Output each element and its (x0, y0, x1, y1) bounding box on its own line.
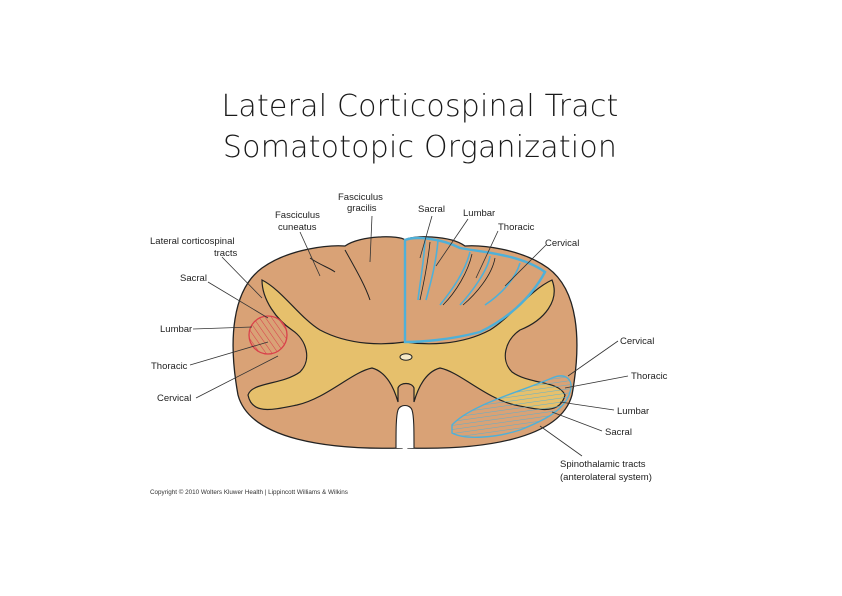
right-dorsal-column-dark-lines (419, 241, 496, 306)
label-top-lumbar: Lumbar (463, 208, 495, 219)
label-top-cervical: Cervical (545, 238, 579, 249)
label-spinothalamic-2: (anterolateral system) (560, 472, 652, 483)
label-fasciculus-gracilis-2: gracilis (347, 203, 377, 214)
label-lateral-corticospinal-1: Lateral corticospinal (150, 236, 235, 247)
label-lateral-corticospinal-2: tracts (214, 248, 237, 259)
label-left-sacral: Sacral (180, 273, 207, 284)
label-left-thoracic: Thoracic (151, 361, 188, 372)
label-left-lumbar: Lumbar (160, 324, 192, 335)
label-top-thoracic: Thoracic (498, 222, 535, 233)
leader-lines (189, 215, 629, 457)
lateral-corticospinal-tract (248, 315, 288, 355)
anterior-median-fissure (395, 404, 415, 449)
right-dorsal-column-outline (403, 236, 547, 344)
title-line-2: Somatotopic Organization (222, 130, 618, 165)
label-fasciculus-cuneatus-1: Fasciculus (275, 210, 320, 221)
label-fasciculus-cuneatus-2: cuneatus (278, 222, 317, 233)
slide-title: Lateral Corticospinal Tract Somatotopic … (200, 86, 640, 168)
label-right-sacral: Sacral (605, 427, 632, 438)
right-dorsal-column-lamination (417, 239, 521, 306)
central-canal (399, 353, 413, 361)
label-right-cervical: Cervical (620, 336, 654, 347)
label-right-lumbar: Lumbar (617, 406, 649, 417)
label-right-thoracic: Thoracic (631, 371, 668, 382)
label-left-cervical: Cervical (157, 393, 191, 404)
title-line-1: Lateral Corticospinal Tract (221, 89, 619, 124)
label-fasciculus-gracilis-1: Fasciculus (338, 192, 383, 203)
copyright-notice: Copyright © 2010 Wolters Kluwer Health |… (150, 488, 348, 496)
spinothalamic-tract (451, 375, 572, 438)
gray-matter (247, 279, 566, 411)
label-spinothalamic-1: Spinothalamic tracts (560, 459, 646, 470)
label-top-sacral: Sacral (418, 204, 445, 215)
